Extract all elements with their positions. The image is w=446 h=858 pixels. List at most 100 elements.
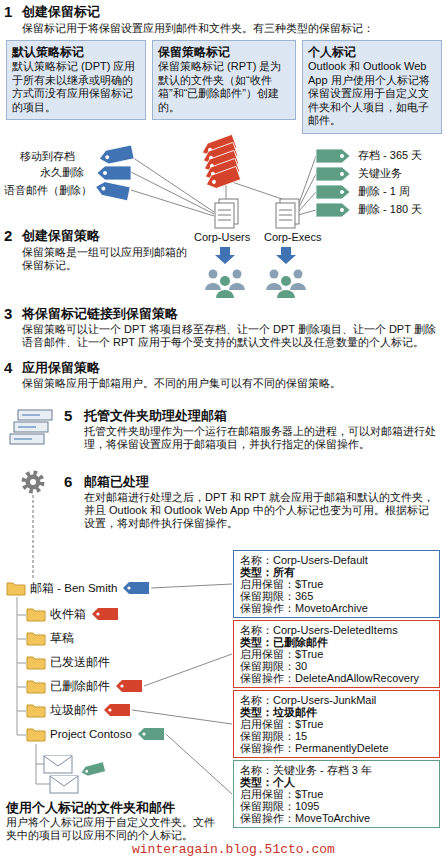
user-group-icon: [216, 290, 234, 298]
server-icon: [10, 434, 44, 444]
folder-tree-line: [17, 735, 26, 736]
watermark: winteragain.blog.51cto.com: [132, 842, 335, 857]
tag-connector: [151, 584, 232, 588]
step-heading: 创建保留策略: [22, 229, 192, 244]
tag-type-box: 保留策略标记保留策略标记 (RPT) 是为默认的文件夹（如“收件箱”和“已删除邮…: [152, 40, 296, 120]
default-policy-tag: [94, 180, 130, 201]
step-heading: 创建保留标记: [22, 5, 422, 20]
server-icon: [18, 410, 52, 420]
policy-document: [215, 203, 234, 228]
user-group-icon: [209, 270, 218, 279]
tag-link-line: [298, 156, 316, 206]
tag-connector: [166, 734, 232, 794]
tag-settings-box: 名称：Corp-Users-Default类型：所有启用保留：$True保留期限…: [233, 550, 440, 618]
step-description: 保留策略应用于邮箱用户。不同的用户集可以有不同的保留策略。: [22, 377, 442, 390]
mailbox-folder: 已删除邮件: [26, 678, 143, 694]
folder-icon: [26, 703, 46, 718]
tag-settings-box: 名称：Corp-Users-JunkMail类型：垃圾邮件启用保留：$True保…: [233, 690, 440, 758]
process-line: [32, 495, 33, 578]
folder-tag: [122, 581, 150, 595]
step-description: 托管文件夹助理作为一个运行在邮箱服务器上的进程，可以对邮箱进行处理，将保留设置应…: [84, 425, 438, 451]
folder-name: 草稿: [50, 630, 74, 646]
personal-tag: [316, 149, 350, 217]
personal-tag: [316, 203, 350, 217]
folder-icon: [26, 727, 46, 742]
user-group-icon: [290, 283, 306, 290]
folder-name: Project Contoso: [50, 726, 132, 742]
tag-settings-box: 名称：关键业务 - 存档 3 年类型：个人启用保留：$True保留期限：1095…: [233, 760, 440, 828]
email-icon: [50, 776, 78, 793]
setting-line: 保留期限：365: [240, 590, 433, 602]
user-group-icon: [233, 270, 242, 279]
tag-link-line: [298, 174, 316, 209]
email-icon: [44, 756, 78, 793]
personal-tag: [316, 149, 350, 163]
folder-name: 已发送邮件: [50, 654, 110, 670]
gear-icon: [26, 475, 41, 490]
step-number: 6: [64, 474, 72, 490]
folder-tree-line: [17, 639, 26, 640]
step-description: 保留策略可以让一个 DPT 将项目移至存档、让一个 DPT 删除项目、让一个 D…: [22, 323, 442, 349]
step-number: 2: [4, 228, 12, 244]
apply-arrow: [276, 247, 296, 264]
step-description: 保留策略是一组可以应用到邮箱的保留标记。: [22, 246, 190, 272]
tag-link-line: [298, 192, 316, 212]
tag-settings-box: 名称：Corp-Users-DeletedItems类型：已删除邮件启用保留：$…: [233, 620, 440, 688]
folder-tag: [138, 728, 164, 740]
step-heading: 应用保留策略: [22, 361, 422, 376]
folder-name: 垃圾邮件: [50, 702, 98, 718]
tag-type-box: 默认策略标记默认策略标记 (DPT) 应用于所有未以继承或明确的方式而没有应用保…: [6, 40, 146, 120]
folder-tag: [91, 607, 119, 621]
email-icon: [44, 756, 72, 766]
setting-line: 启用保留：$True: [240, 718, 433, 730]
folder-icon: [7, 583, 25, 595]
policy-document: [218, 215, 231, 216]
box-title: 默认策略标记: [12, 45, 140, 60]
policy-document: [215, 199, 299, 228]
user-group-icon: [220, 276, 230, 286]
folder-name: 收件箱: [50, 606, 86, 622]
box-title: 个人标记: [308, 45, 436, 60]
retention-policy-tag: [204, 166, 241, 191]
tag-label: 永久删除: [40, 166, 84, 179]
tag-label: 删除 - 180 天: [358, 203, 422, 216]
tag-link-line: [131, 190, 214, 216]
folder-icon: [27, 705, 45, 717]
tag-label: 关键业务: [358, 167, 402, 180]
default-policy-tag: [94, 145, 134, 201]
tag-link-line: [132, 157, 214, 212]
server-icon: [18, 427, 36, 428]
folder-icon: [27, 633, 45, 645]
default-policy-tag: [97, 166, 131, 180]
setting-line: 启用保留：$True: [240, 788, 433, 800]
folder-tree-line: [17, 663, 26, 664]
policy-name: Corp-Users: [194, 231, 250, 244]
step-description: 保留标记用于将保留设置应用到邮件和文件夹。有三种类型的保留标记：: [22, 22, 440, 35]
folder-icon: [27, 657, 45, 669]
box-text: 默认策略标记 (DPT) 应用于所有未以继承或明确的方式而没有应用保留标记的项目…: [12, 60, 140, 114]
step-number: 1: [4, 4, 12, 20]
tag-link-line: [232, 182, 282, 199]
step-heading: 托管文件夹助理处理邮箱: [84, 409, 434, 424]
user-group-icon: [277, 290, 295, 298]
box-text: 保留策略标记 (RPT) 是为默认的文件夹（如“收件箱”和“已删除邮件”）创建的…: [158, 60, 290, 114]
setting-line: 类型：已删除邮件: [240, 636, 433, 648]
setting-line: 保留操作：MovetoArchive: [240, 602, 433, 614]
folder-name: 已删除邮件: [50, 678, 110, 694]
folder-tag: [96, 612, 99, 615]
mailbox-folder: 垃圾邮件: [26, 702, 131, 718]
folder-tag: [123, 582, 149, 594]
personal-tag: [80, 762, 106, 778]
folder-tag: [120, 684, 123, 687]
policy-name: Corp-Execs: [264, 231, 321, 244]
folder-tree-line: [17, 711, 26, 712]
folder-tree-line: [36, 764, 44, 765]
policy-document: [279, 220, 292, 221]
step-description: 在对邮箱进行处理之后，DPT 和 RPT 就会应用于邮箱和默认的文件夹，并且 O…: [84, 491, 438, 530]
folder-tree-line: [36, 784, 50, 785]
folder-icon: [26, 679, 46, 694]
gear-icon: [30, 479, 36, 485]
user-group-icon: [281, 276, 291, 286]
tag-link-line: [298, 210, 316, 215]
tag-connector: [132, 710, 232, 724]
